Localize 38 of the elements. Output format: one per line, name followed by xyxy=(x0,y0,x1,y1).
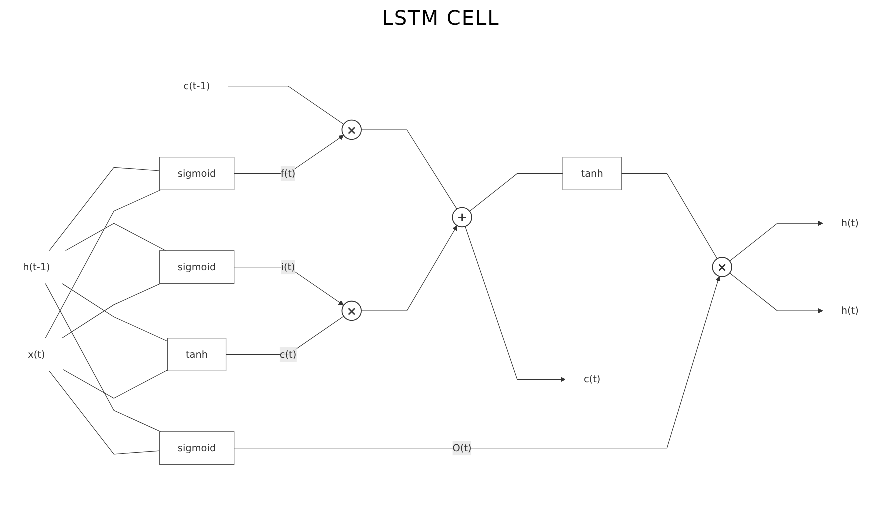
node-box: sigmoid xyxy=(159,156,235,190)
connector xyxy=(63,369,168,399)
node-circle: × xyxy=(342,120,362,140)
arrow xyxy=(234,276,721,448)
arrow xyxy=(730,272,824,314)
connector xyxy=(49,167,160,251)
connector xyxy=(45,190,162,338)
connector xyxy=(65,222,166,251)
arrow xyxy=(234,134,344,174)
connector xyxy=(361,129,458,210)
connector xyxy=(226,316,344,355)
arrow xyxy=(234,266,344,306)
node-box: tanh xyxy=(167,338,227,372)
node-box: tanh xyxy=(562,156,622,190)
node-text: h(t) xyxy=(841,217,859,229)
edge-label: O(t) xyxy=(452,442,472,454)
connector xyxy=(228,86,344,125)
arrow xyxy=(730,220,824,262)
connector xyxy=(470,173,564,212)
node-text: c(t-1) xyxy=(184,80,210,92)
edge-label: f(t) xyxy=(280,167,296,179)
node-text: h(t-1) xyxy=(23,260,50,272)
connector xyxy=(621,173,718,259)
edge-label: i(t) xyxy=(281,260,296,272)
node-text: x(t) xyxy=(28,348,46,360)
node-text: h(t) xyxy=(841,304,859,316)
node-box: sigmoid xyxy=(159,250,235,284)
arrow xyxy=(465,226,566,382)
node-circle: × xyxy=(712,256,732,278)
connector xyxy=(49,370,160,454)
edge-label: c(t) xyxy=(280,348,297,360)
node-box: sigmoid xyxy=(159,431,235,465)
connector xyxy=(45,283,162,432)
node-circle: + xyxy=(452,207,472,228)
diagram-title: LSTM CELL xyxy=(381,6,501,30)
node-text: c(t) xyxy=(584,373,601,385)
node-circle: × xyxy=(342,300,362,321)
arrow xyxy=(361,225,458,312)
